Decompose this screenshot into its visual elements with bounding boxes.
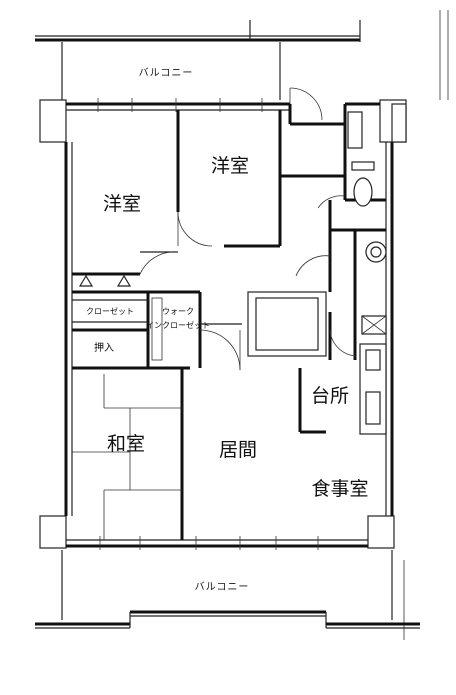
room-label-kitchen: 台所 (311, 385, 349, 407)
closets: クローゼット 押入 ウォーク インクローゼット (78, 274, 210, 361)
bottom-balcony-label: バルコニー (195, 581, 250, 593)
bathroom-fixtures (247, 103, 407, 357)
door-swing-western-left (139, 251, 179, 275)
closet-label: クローゼット (86, 306, 134, 316)
oshiire-label: 押入 (94, 341, 114, 354)
interior-walls (72, 110, 386, 540)
stove (365, 391, 381, 425)
room-label-dining: 食事室 (311, 478, 368, 500)
kitchen-fixtures (359, 343, 387, 435)
closet-hanger-marker (78, 274, 94, 287)
toilet-bowl (353, 177, 373, 207)
door-swing-living (199, 329, 241, 371)
top-balcony-label: バルコニー (139, 67, 194, 79)
door-swing-toilet (317, 195, 346, 209)
door-swing-bath (329, 329, 357, 357)
walk-in-closet-label-line2: インクローゼット (146, 320, 210, 330)
door-swing-western-right (177, 211, 213, 247)
walk-in-closet-label-line1: ウォーク (162, 307, 194, 316)
room-label-western-left: 洋室 (103, 193, 141, 215)
kitchen-sink (365, 349, 381, 371)
top-balcony: バルコニー (35, 10, 449, 100)
room-label-living: 居間 (219, 439, 257, 461)
room-label-japanese: 和室 (107, 433, 145, 455)
washbasin (365, 241, 387, 263)
toilet-tank (351, 161, 375, 171)
door-swing-washroom (295, 255, 331, 277)
tatami-pattern (72, 374, 182, 540)
room-labels: 洋室 洋室 和室 居間 食事室 台所 (103, 155, 369, 500)
bottom-balcony: バルコニー (35, 550, 420, 640)
door-swings (139, 195, 357, 371)
room-label-western-right: 洋室 (211, 155, 249, 177)
bathtub (247, 291, 327, 357)
